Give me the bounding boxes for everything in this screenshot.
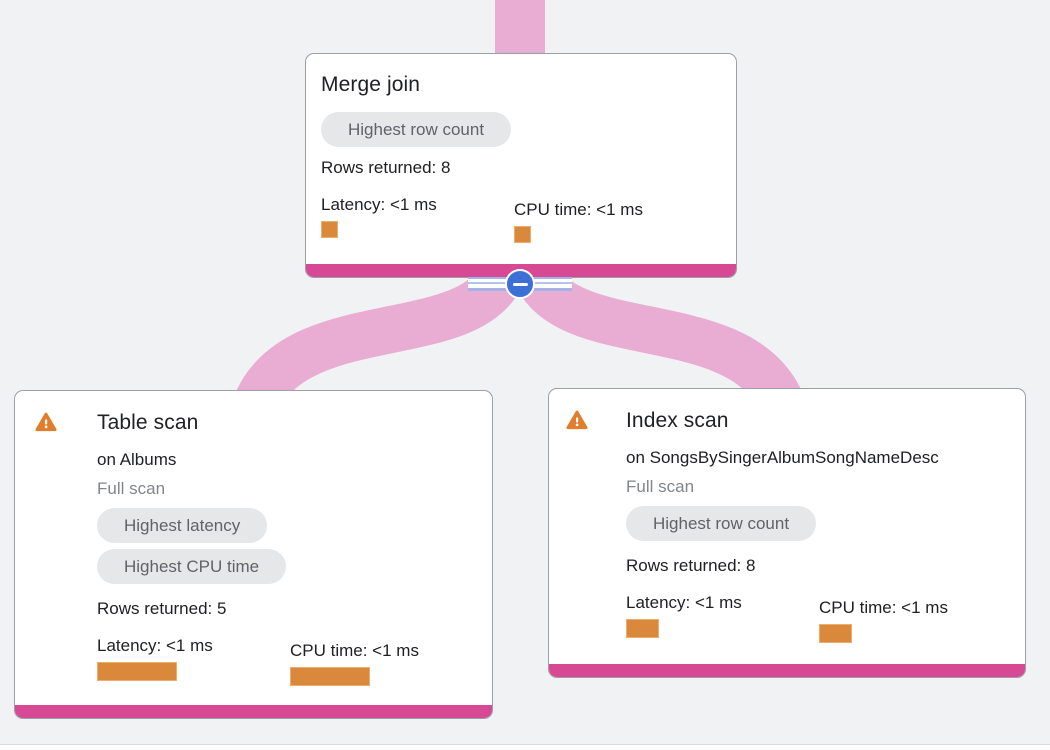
cpu-time-label: CPU time: <1 ms: [290, 641, 419, 660]
cpu-time-bar: [819, 624, 852, 643]
latency-metric: Latency: <1 ms: [321, 194, 514, 243]
node-title: Merge join: [321, 73, 421, 96]
latency-metric: Latency: <1 ms: [626, 592, 819, 643]
latency-label: Latency: <1 ms: [626, 593, 742, 612]
edge-merge-join-to-table-scan: [236, 265, 521, 412]
cpu-time-metric: CPU time: <1 ms: [514, 199, 643, 243]
node-accent-bar: [15, 705, 492, 718]
edge-collapse-handle: [468, 269, 572, 299]
rows-returned-value: Rows returned: 5: [97, 599, 227, 618]
latency-bar: [321, 221, 338, 238]
latency-bar: [97, 662, 177, 681]
badge-highest-row-count: Highest row count: [626, 506, 817, 541]
cpu-time-label: CPU time: <1 ms: [819, 598, 948, 617]
cpu-time-metric: CPU time: <1 ms: [290, 640, 419, 686]
table-scan-card-body: Table scan on Albums Full scan Highest l…: [15, 391, 492, 718]
cpu-time-bar: [514, 226, 531, 243]
index-scan-card-body: Index scan on SongsBySingerAlbumSongName…: [549, 389, 1025, 677]
scan-type: Full scan: [97, 479, 166, 498]
node-card-merge-join[interactable]: Merge join Highest row count Rows return…: [305, 53, 737, 278]
rows-returned-value: Rows returned: 8: [321, 158, 451, 177]
latency-bar: [626, 619, 659, 638]
node-accent-bar: [549, 664, 1025, 677]
warning-icon: [35, 412, 57, 432]
badge-highest-cpu-time: Highest CPU time: [97, 549, 287, 584]
edge-parent-trunk: [495, 0, 545, 58]
cpu-time-metric: CPU time: <1 ms: [819, 597, 948, 643]
scan-type: Full scan: [626, 477, 695, 496]
metrics-row: Latency: <1 ms CPU time: <1 ms: [321, 194, 721, 243]
edge-merge-join-to-index-scan: [517, 265, 802, 412]
node-card-table-scan[interactable]: Table scan on Albums Full scan Highest l…: [14, 390, 493, 719]
merge-join-card-body: Merge join Highest row count Rows return…: [306, 54, 736, 277]
metrics-row: Latency: <1 ms CPU time: <1 ms: [97, 635, 477, 686]
latency-label: Latency: <1 ms: [321, 195, 437, 214]
minus-icon: [512, 282, 528, 286]
node-card-index-scan[interactable]: Index scan on SongsBySingerAlbumSongName…: [548, 388, 1026, 678]
warning-icon: [566, 410, 588, 430]
badge-highest-latency: Highest latency: [97, 508, 268, 543]
metrics-row: Latency: <1 ms CPU time: <1 ms: [626, 592, 1013, 643]
scan-target: on Albums: [97, 450, 177, 469]
cpu-time-label: CPU time: <1 ms: [514, 200, 643, 219]
node-title: Index scan: [626, 409, 729, 432]
latency-metric: Latency: <1 ms: [97, 635, 290, 686]
node-title: Table scan: [97, 411, 199, 434]
panel-bottom-edge: [0, 744, 1050, 750]
scan-target: on SongsBySingerAlbumSongNameDesc: [626, 448, 939, 467]
badge-highest-row-count: Highest row count: [321, 112, 512, 147]
cpu-time-bar: [290, 667, 370, 686]
latency-label: Latency: <1 ms: [97, 636, 213, 655]
rows-returned-value: Rows returned: 8: [626, 556, 756, 575]
collapse-children-button[interactable]: [505, 269, 535, 299]
